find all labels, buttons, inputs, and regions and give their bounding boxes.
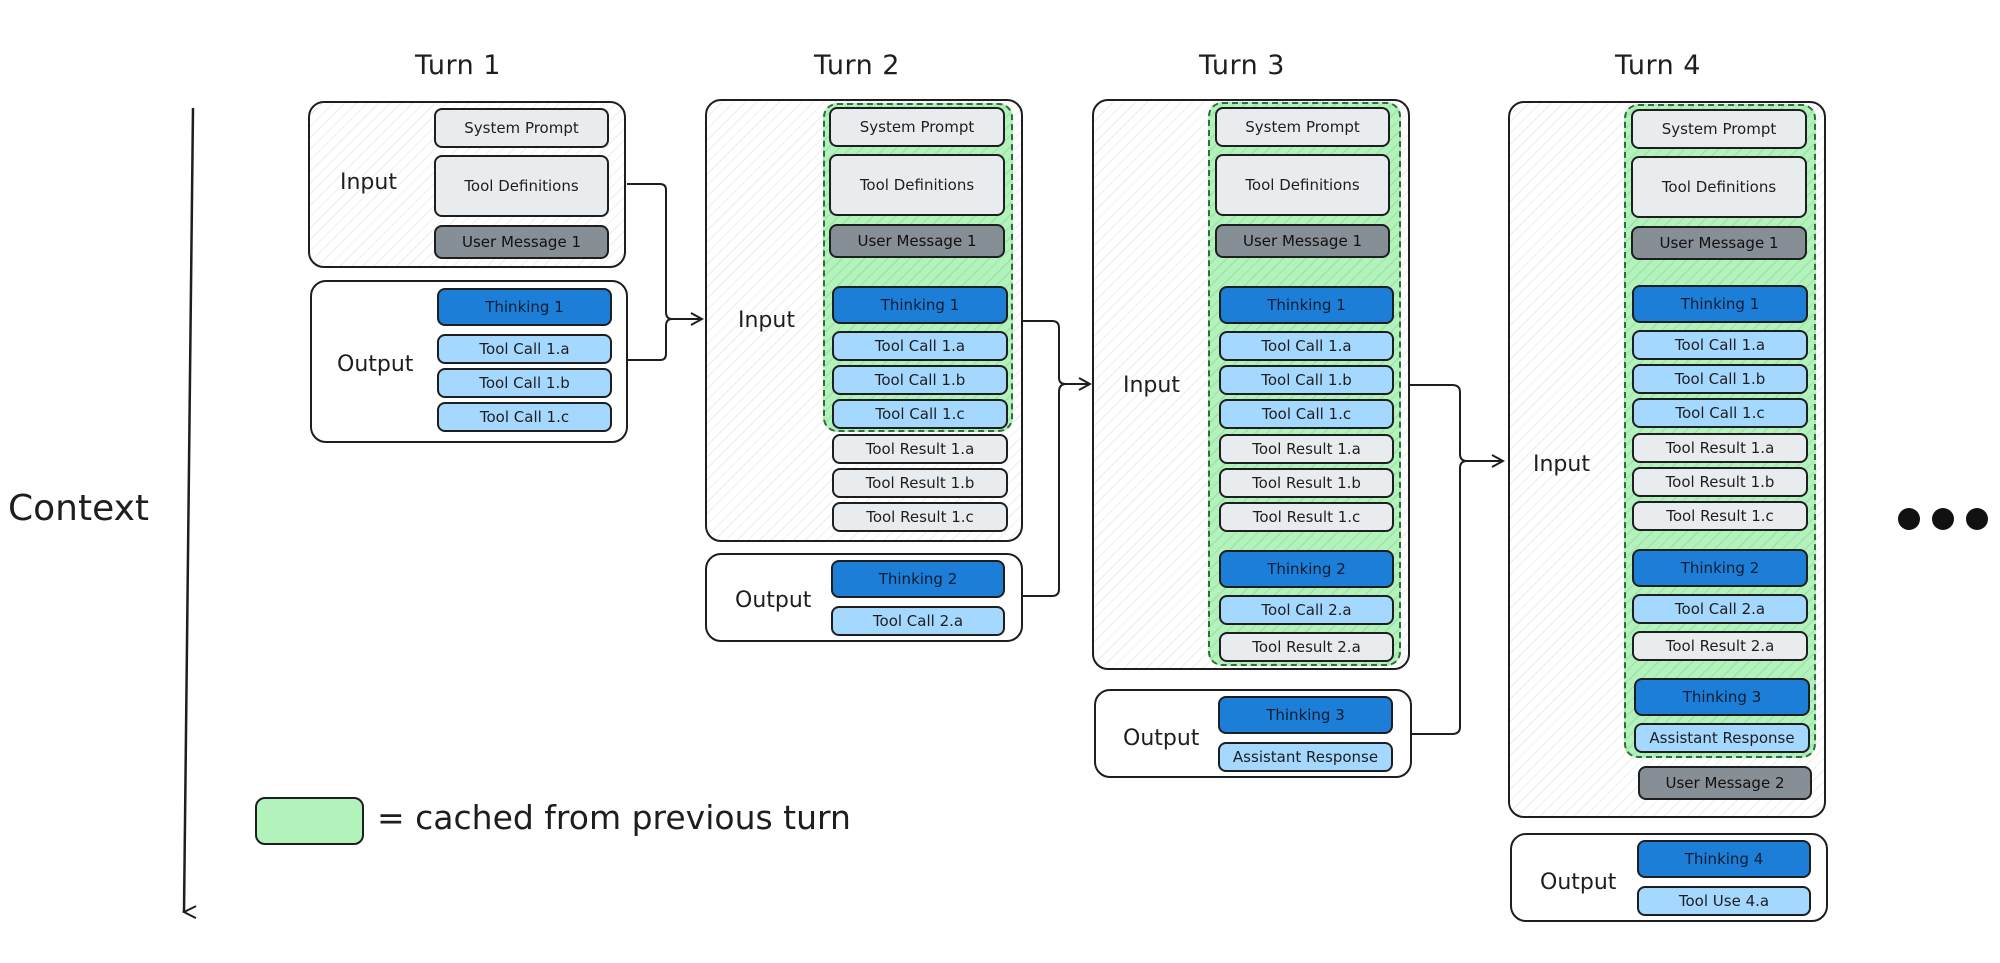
turn-2-tool-call-2a: Tool Call 2.a bbox=[831, 606, 1005, 636]
turn-3-thinking-2: Thinking 2 bbox=[1219, 550, 1394, 588]
turn-1-tool-call-1c: Tool Call 1.c bbox=[437, 402, 612, 432]
arrow-turn2-input-to-turn3 bbox=[1023, 320, 1090, 384]
context-axis-arrow bbox=[184, 107, 193, 912]
turn-3-tool-result-1c: Tool Result 1.c bbox=[1219, 502, 1394, 532]
turn-3-thinking-3: Thinking 3 bbox=[1218, 696, 1393, 734]
turn-4-assistant-response: Assistant Response bbox=[1634, 723, 1810, 753]
turn-3-tool-definitions: Tool Definitions bbox=[1215, 154, 1390, 216]
turn-1-tool-call-1a: Tool Call 1.a bbox=[437, 334, 612, 364]
turn-2-tool-call-1b: Tool Call 1.b bbox=[832, 365, 1008, 395]
turn-3-output-panel bbox=[1094, 689, 1412, 778]
turn-4-tool-call-1b: Tool Call 1.b bbox=[1632, 364, 1808, 394]
turn-4-output-label: Output bbox=[1540, 870, 1617, 895]
turn-4-tool-result-2a: Tool Result 2.a bbox=[1632, 631, 1808, 661]
turn-3-tool-call-1c: Tool Call 1.c bbox=[1219, 399, 1394, 429]
turn-3-tool-call-1a: Tool Call 1.a bbox=[1219, 331, 1394, 361]
turn-2-tool-result-1a: Tool Result 1.a bbox=[832, 434, 1008, 464]
turn-1-thinking-1: Thinking 1 bbox=[437, 288, 612, 326]
turn-4-system-prompt: System Prompt bbox=[1631, 109, 1807, 149]
turn-3-thinking-1: Thinking 1 bbox=[1219, 286, 1394, 324]
turn-4-tool-call-2a: Tool Call 2.a bbox=[1632, 594, 1808, 624]
turn-3-tool-result-1b: Tool Result 1.b bbox=[1219, 468, 1394, 498]
turn-3-user-message-1: User Message 1 bbox=[1215, 224, 1390, 258]
turn-2-user-message-1: User Message 1 bbox=[829, 224, 1005, 258]
turn-4-user-message-1: User Message 1 bbox=[1631, 226, 1807, 260]
turn-2-tool-call-1a: Tool Call 1.a bbox=[832, 331, 1008, 361]
turn-2-output-panel bbox=[705, 553, 1023, 642]
turn-3-tool-result-2a: Tool Result 2.a bbox=[1219, 632, 1394, 662]
turn-4-thinking-1: Thinking 1 bbox=[1632, 285, 1808, 323]
turn-2-output-label: Output bbox=[735, 588, 812, 613]
turn-4-tool-call-1a: Tool Call 1.a bbox=[1632, 330, 1808, 360]
context-axis-label: Context bbox=[8, 488, 150, 529]
turn-2-title: Turn 2 bbox=[813, 50, 900, 81]
turn-2-system-prompt: System Prompt bbox=[829, 107, 1005, 147]
arrow-turn3-output-to-turn4 bbox=[1410, 460, 1468, 735]
arrow-turn3-input-to-turn4 bbox=[1410, 384, 1503, 461]
legend-cached-swatch bbox=[255, 797, 364, 845]
turn-4-tool-result-1b: Tool Result 1.b bbox=[1632, 467, 1808, 497]
turn-4-input-label: Input bbox=[1533, 452, 1590, 477]
turn-1-system-prompt: System Prompt bbox=[434, 108, 609, 148]
turn-1-user-message-1: User Message 1 bbox=[434, 225, 609, 259]
turn-4-tool-result-1a: Tool Result 1.a bbox=[1632, 433, 1808, 463]
turn-3-tool-call-1b: Tool Call 1.b bbox=[1219, 365, 1394, 395]
turn-4-thinking-3: Thinking 3 bbox=[1634, 678, 1810, 716]
turn-2-tool-result-1b: Tool Result 1.b bbox=[832, 468, 1008, 498]
turn-1-title: Turn 1 bbox=[414, 50, 501, 81]
turn-4-title: Turn 4 bbox=[1614, 50, 1701, 81]
turn-3-input-label: Input bbox=[1123, 373, 1180, 398]
turn-4-tool-result-1c: Tool Result 1.c bbox=[1632, 501, 1808, 531]
turn-4-user-message-2: User Message 2 bbox=[1638, 766, 1812, 800]
turn-2-thinking-1: Thinking 1 bbox=[832, 286, 1008, 324]
turn-4-tool-use-4a: Tool Use 4.a bbox=[1637, 886, 1811, 916]
turn-3-tool-call-2a: Tool Call 2.a bbox=[1219, 595, 1394, 625]
arrow-turn1-output-to-turn2 bbox=[627, 318, 673, 361]
turn-1-input-label: Input bbox=[340, 170, 397, 195]
turn-2-input-label: Input bbox=[738, 308, 795, 333]
turn-3-title: Turn 3 bbox=[1198, 50, 1285, 81]
turn-2-tool-definitions: Tool Definitions bbox=[829, 154, 1005, 216]
legend-cached-text: = cached from previous turn bbox=[377, 798, 851, 837]
arrow-turn2-output-to-turn3 bbox=[1023, 383, 1067, 597]
turn-3-tool-result-1a: Tool Result 1.a bbox=[1219, 434, 1394, 464]
turn-1-output-panel bbox=[310, 280, 628, 443]
turn-1-output-label: Output bbox=[337, 352, 414, 377]
turn-3-assistant-response: Assistant Response bbox=[1218, 742, 1393, 772]
arrow-turn1-input-to-turn2 bbox=[627, 183, 702, 319]
turn-2-thinking-2: Thinking 2 bbox=[831, 560, 1005, 598]
turn-3-system-prompt: System Prompt bbox=[1215, 107, 1390, 147]
turn-1-tool-definitions: Tool Definitions bbox=[434, 155, 609, 217]
turn-3-output-label: Output bbox=[1123, 726, 1200, 751]
turn-4-thinking-4: Thinking 4 bbox=[1637, 840, 1811, 878]
turn-4-output-panel bbox=[1510, 833, 1828, 922]
turn-2-tool-result-1c: Tool Result 1.c bbox=[832, 502, 1008, 532]
turn-4-tool-call-1c: Tool Call 1.c bbox=[1632, 398, 1808, 428]
turn-1-tool-call-1b: Tool Call 1.b bbox=[437, 368, 612, 398]
turn-4-tool-definitions: Tool Definitions bbox=[1631, 156, 1807, 218]
turn-2-tool-call-1c: Tool Call 1.c bbox=[832, 399, 1008, 429]
turn-4-thinking-2: Thinking 2 bbox=[1632, 549, 1808, 587]
